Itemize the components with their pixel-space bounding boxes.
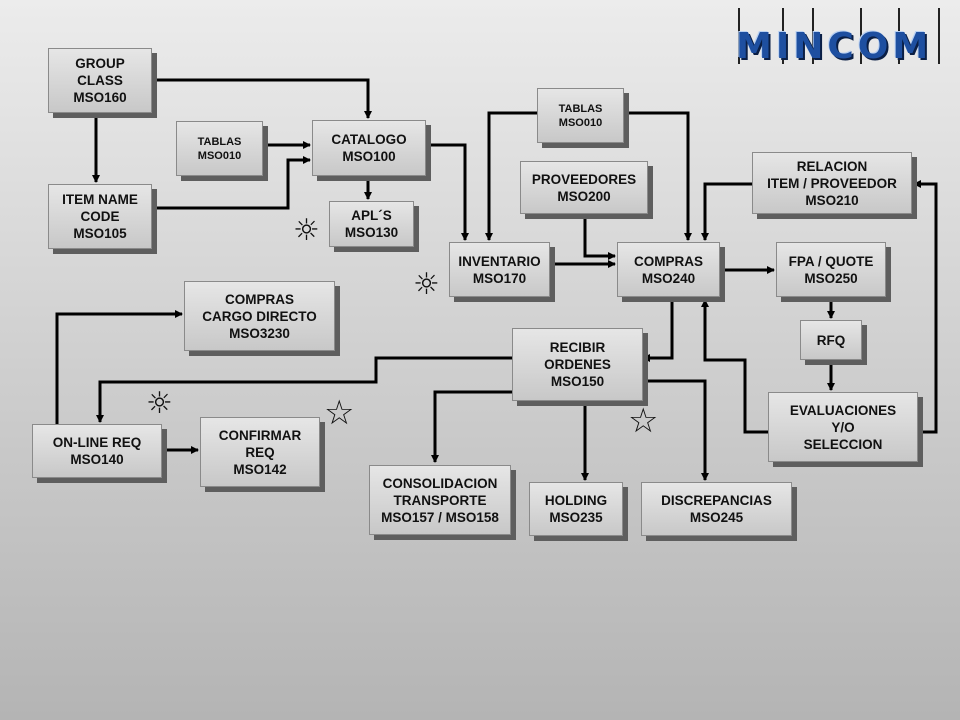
box-line: MSO170 bbox=[472, 270, 527, 286]
arrow-recibir-to-online bbox=[96, 356, 512, 423]
arrow-itemname-to-catalogo bbox=[152, 156, 311, 210]
star-icon: ☆ bbox=[324, 393, 355, 433]
logo-bar bbox=[938, 8, 940, 64]
box-line: MSO100 bbox=[342, 149, 396, 164]
consolidacion-transporte-box[interactable]: CONSOLIDACION TRANSPORTE MSO157 / MSO158 bbox=[369, 465, 511, 535]
box-line: CONFIRMAR bbox=[218, 427, 302, 443]
compras-box[interactable]: COMPRAS MSO240 bbox=[617, 242, 720, 297]
tablas-right-box[interactable]: TABLAS MSO010 bbox=[537, 88, 624, 143]
box-line: CATALOGO bbox=[331, 132, 407, 147]
box-line: ORDENES bbox=[544, 357, 611, 372]
box-line: ON-LINE REQ bbox=[52, 435, 142, 450]
online-req-box[interactable]: ON-LINE REQ MSO140 bbox=[32, 424, 162, 478]
box-line: TRANSPORTE bbox=[393, 492, 487, 508]
box-line: MSO010 bbox=[558, 116, 603, 129]
inventario-box[interactable]: INVENTARIO MSO170 bbox=[449, 242, 550, 297]
box-line: EVALUACIONES bbox=[789, 402, 897, 418]
box-line: RECIBIR bbox=[549, 340, 606, 355]
sun-icon: ☼ bbox=[293, 213, 320, 248]
box-line: HOLDING bbox=[544, 493, 608, 508]
item-name-code-box[interactable]: ITEM NAME CODE MSO105 bbox=[48, 184, 152, 249]
logo-bar bbox=[812, 8, 814, 64]
arrow-recibir-to-discrepancias bbox=[643, 379, 709, 481]
box-line: RFQ bbox=[816, 332, 846, 348]
box-line: MSO235 bbox=[549, 510, 603, 525]
recibir-ordenes-box[interactable]: RECIBIR ORDENES MSO150 bbox=[512, 328, 643, 401]
sun-icon: ☼ bbox=[413, 267, 440, 302]
box-line: Y/O bbox=[831, 419, 855, 435]
mincom-logo: MINCOM bbox=[736, 4, 946, 67]
star-icon: ☆ bbox=[628, 401, 659, 441]
box-line: MSO250 bbox=[804, 270, 858, 286]
arrow-tablas-to-compras bbox=[624, 111, 692, 241]
box-line: APL´S bbox=[351, 208, 392, 223]
box-line: SELECCION bbox=[803, 436, 883, 452]
holding-box[interactable]: HOLDING MSO235 bbox=[529, 482, 623, 536]
box-line: MSO3230 bbox=[229, 325, 290, 341]
box-line: MSO010 bbox=[197, 149, 242, 162]
box-line: DISCREPANCIAS bbox=[661, 493, 772, 508]
evaluaciones-box[interactable]: EVALUACIONES Y/O SELECCION bbox=[768, 392, 918, 462]
rfq-box[interactable]: RFQ bbox=[800, 320, 862, 360]
box-line: FPA / QUOTE bbox=[788, 253, 874, 269]
apls-box[interactable]: APL´S MSO130 bbox=[329, 201, 414, 247]
box-line: CONSOLIDACION bbox=[382, 475, 498, 491]
logo-bar bbox=[860, 8, 862, 64]
box-line: MSO130 bbox=[344, 225, 399, 240]
catalogo-box[interactable]: CATALOGO MSO100 bbox=[312, 120, 426, 176]
box-line: MSO210 bbox=[805, 192, 859, 208]
proveedores-box[interactable]: PROVEEDORES MSO200 bbox=[520, 161, 648, 214]
box-line: MSO160 bbox=[73, 90, 127, 105]
box-line: GROUP bbox=[75, 56, 125, 71]
relacion-box[interactable]: RELACION ITEM / PROVEEDOR MSO210 bbox=[752, 152, 912, 214]
arrow-relacion-to-compras bbox=[701, 182, 752, 241]
box-line: MSO140 bbox=[70, 452, 124, 467]
fpa-quote-box[interactable]: FPA / QUOTE MSO250 bbox=[776, 242, 886, 297]
discrepancias-box[interactable]: DISCREPANCIAS MSO245 bbox=[641, 482, 792, 536]
box-line: RELACION bbox=[796, 158, 868, 174]
box-line: COMPRAS bbox=[224, 291, 294, 307]
arrow-compras-to-recibir bbox=[642, 300, 674, 362]
arrow-catalogo-to-inventario bbox=[426, 143, 469, 241]
arrow-tablas-to-inventario bbox=[485, 111, 537, 241]
box-line: TABLAS bbox=[558, 102, 603, 115]
arrow-online-to-cargo bbox=[55, 310, 183, 425]
box-line: REQ bbox=[245, 444, 275, 460]
box-line: ITEM NAME bbox=[62, 192, 138, 207]
box-line: MSO245 bbox=[689, 510, 744, 525]
box-line: CODE bbox=[80, 209, 120, 224]
arrow-evaluaciones-to-compras bbox=[701, 299, 768, 434]
box-line: CARGO DIRECTO bbox=[202, 308, 317, 324]
box-line: ITEM / PROVEEDOR bbox=[767, 175, 897, 191]
box-line: MSO142 bbox=[233, 461, 287, 477]
box-line: MSO200 bbox=[557, 188, 611, 204]
arrow-recibir-to-consolidacion bbox=[431, 390, 512, 463]
box-line: CLASS bbox=[77, 73, 123, 88]
logo-bar bbox=[738, 8, 740, 64]
box-line: INVENTARIO bbox=[458, 253, 541, 269]
confirmar-req-box[interactable]: CONFIRMAR REQ MSO142 bbox=[200, 417, 320, 487]
box-line: MSO240 bbox=[641, 270, 696, 286]
box-line: MSO105 bbox=[73, 226, 127, 241]
box-line: MSO150 bbox=[550, 374, 605, 389]
arrow-evaluaciones-to-relacion bbox=[913, 180, 938, 434]
box-line: MSO157 / MSO158 bbox=[381, 509, 499, 525]
group-class-box[interactable]: GROUP CLASS MSO160 bbox=[48, 48, 152, 113]
box-line: PROVEEDORES bbox=[531, 171, 637, 187]
sun-icon: ☼ bbox=[146, 386, 173, 421]
box-line: TABLAS bbox=[197, 135, 242, 148]
logo-bar bbox=[782, 8, 784, 64]
arrow-group-to-catalogo bbox=[152, 78, 372, 119]
arrow-proveedores-to-compras bbox=[583, 214, 616, 260]
logo-text: MINCOM bbox=[736, 26, 933, 67]
box-line: COMPRAS bbox=[633, 253, 703, 269]
compras-cargo-directo-box[interactable]: COMPRAS CARGO DIRECTO MSO3230 bbox=[184, 281, 335, 351]
logo-bar bbox=[898, 8, 900, 64]
tablas-left-box[interactable]: TABLAS MSO010 bbox=[176, 121, 263, 176]
